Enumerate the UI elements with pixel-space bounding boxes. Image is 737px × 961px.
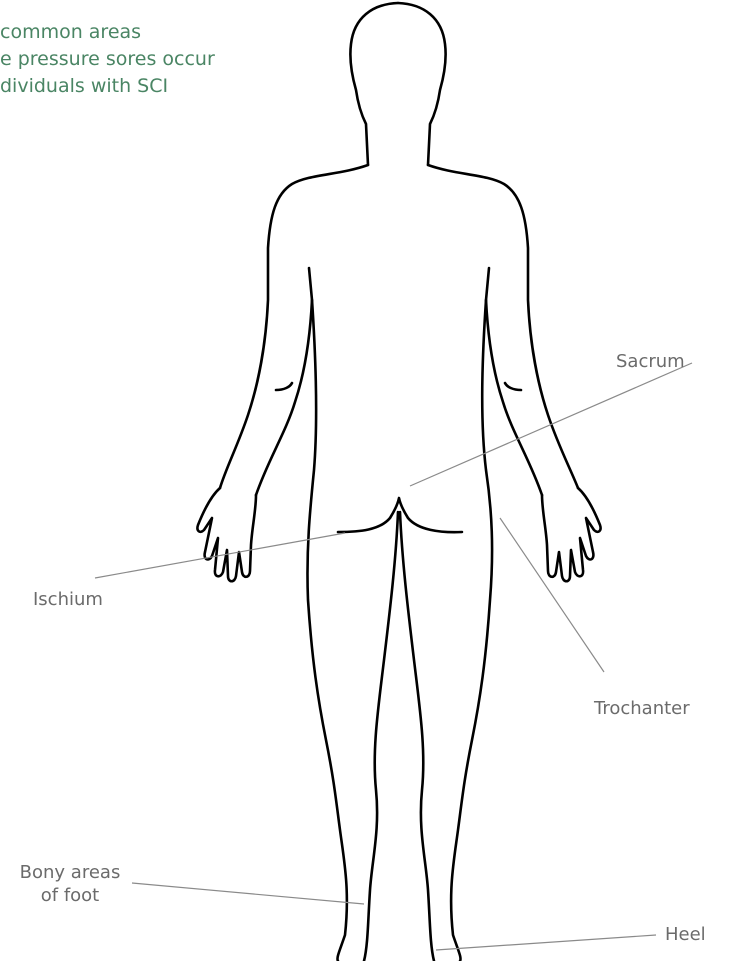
sacrum-leader: [410, 363, 692, 486]
label-trochanter: Trochanter: [594, 698, 690, 720]
right-shoulder-arm: [428, 165, 578, 488]
bony-foot-leader: [132, 883, 364, 904]
label-heel: Heel: [665, 924, 706, 946]
label-bony-areas-line-2: of foot: [4, 885, 136, 907]
label-bony-areas-line-1: Bony areas: [4, 862, 136, 884]
right-leg-outline: [451, 300, 492, 961]
heel-leader: [436, 935, 656, 950]
label-sacrum: Sacrum: [616, 351, 685, 373]
trochanter-leader: [500, 518, 604, 672]
left-shoulder-arm: [220, 165, 368, 488]
left-hand: [197, 488, 256, 581]
label-ischium: Ischium: [33, 589, 103, 611]
left-leg-outline: [307, 300, 346, 961]
right-hand: [542, 488, 601, 581]
head-outline: [350, 3, 398, 165]
